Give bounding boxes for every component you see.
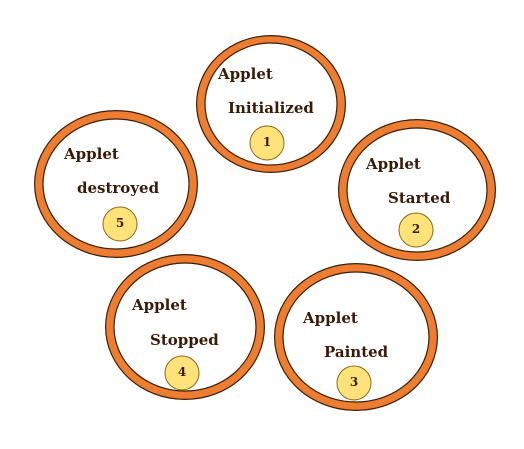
state-1-label: Initialized [228, 99, 314, 117]
state-2-label: Started [388, 189, 451, 207]
state-1-circle [196, 35, 346, 173]
state-4-label: Stopped [150, 331, 219, 349]
state-5-badge [102, 206, 138, 242]
state-5-label: destroyed [77, 179, 160, 197]
state-4-circle [105, 254, 265, 400]
state-3-circle [274, 263, 438, 411]
state-2-badge [398, 212, 434, 248]
state-3-badge [336, 365, 372, 401]
state-5-circle [34, 110, 198, 258]
state-1-badge [249, 125, 285, 161]
state-5-number: 5 [115, 216, 125, 230]
state-3-title: Applet [303, 309, 358, 327]
state-3-number: 3 [349, 375, 359, 389]
state-4-badge [164, 355, 200, 391]
state-4-number: 4 [177, 365, 187, 379]
state-2-number: 2 [411, 222, 421, 236]
state-2-circle [338, 119, 496, 261]
state-4-title: Applet [132, 296, 187, 314]
state-1-title: Applet [218, 65, 273, 83]
state-1-number: 1 [262, 135, 272, 149]
state-3-label: Painted [324, 343, 389, 361]
state-2-title: Applet [366, 155, 421, 173]
state-5-title: Applet [64, 145, 119, 163]
